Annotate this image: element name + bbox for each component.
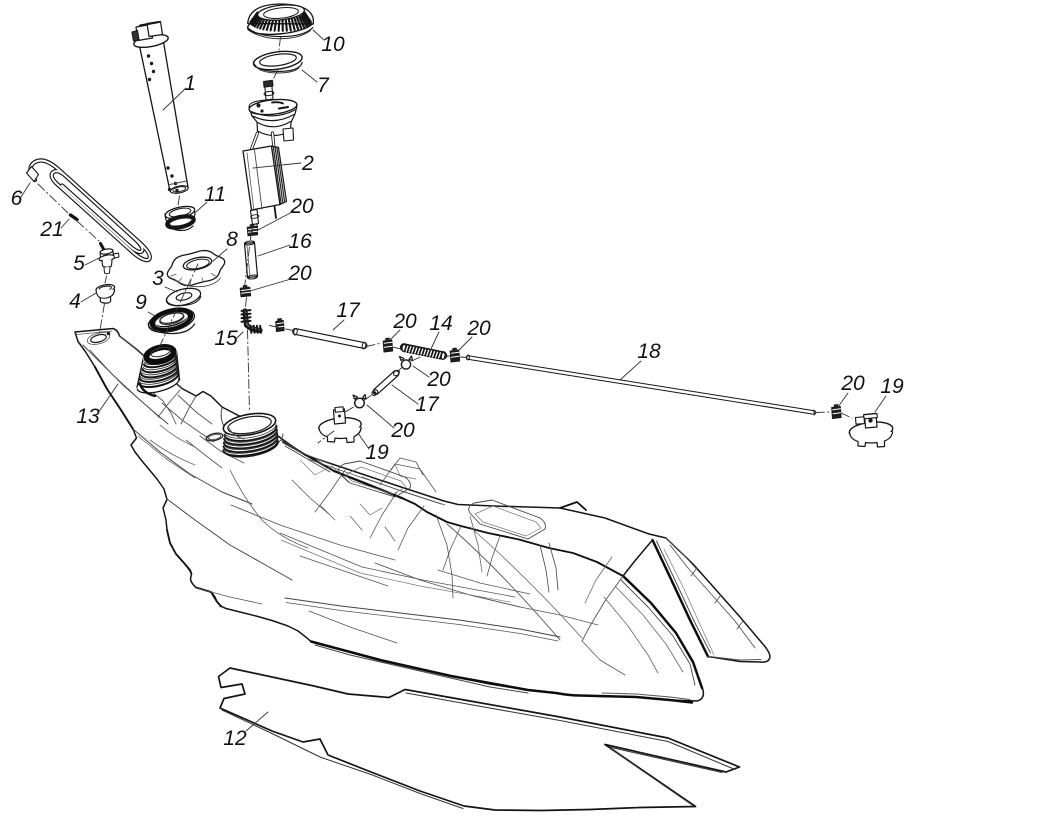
- svg-text:20: 20: [390, 419, 415, 442]
- svg-text:1: 1: [184, 72, 196, 95]
- svg-text:20: 20: [840, 372, 865, 395]
- svg-text:15: 15: [214, 327, 238, 350]
- svg-text:17: 17: [415, 393, 440, 416]
- svg-text:17: 17: [336, 299, 361, 322]
- svg-text:21: 21: [39, 218, 63, 241]
- svg-text:5: 5: [73, 252, 85, 275]
- svg-text:12: 12: [223, 727, 247, 750]
- svg-text:13: 13: [76, 405, 100, 428]
- svg-text:20: 20: [466, 317, 491, 340]
- svg-text:4: 4: [69, 290, 81, 313]
- svg-text:20: 20: [392, 310, 417, 333]
- svg-text:18: 18: [637, 340, 661, 363]
- svg-text:7: 7: [317, 74, 330, 97]
- svg-text:2: 2: [301, 152, 314, 175]
- svg-text:9: 9: [135, 291, 147, 314]
- svg-text:14: 14: [429, 312, 452, 335]
- svg-text:20: 20: [287, 262, 312, 285]
- svg-text:10: 10: [321, 33, 345, 56]
- svg-text:6: 6: [11, 187, 23, 210]
- svg-text:3: 3: [152, 267, 164, 290]
- svg-text:16: 16: [288, 230, 312, 253]
- svg-text:19: 19: [365, 441, 389, 464]
- svg-text:20: 20: [289, 195, 314, 218]
- svg-text:20: 20: [426, 368, 451, 391]
- svg-text:11: 11: [204, 183, 226, 206]
- svg-text:8: 8: [226, 228, 238, 251]
- svg-text:19: 19: [880, 375, 904, 398]
